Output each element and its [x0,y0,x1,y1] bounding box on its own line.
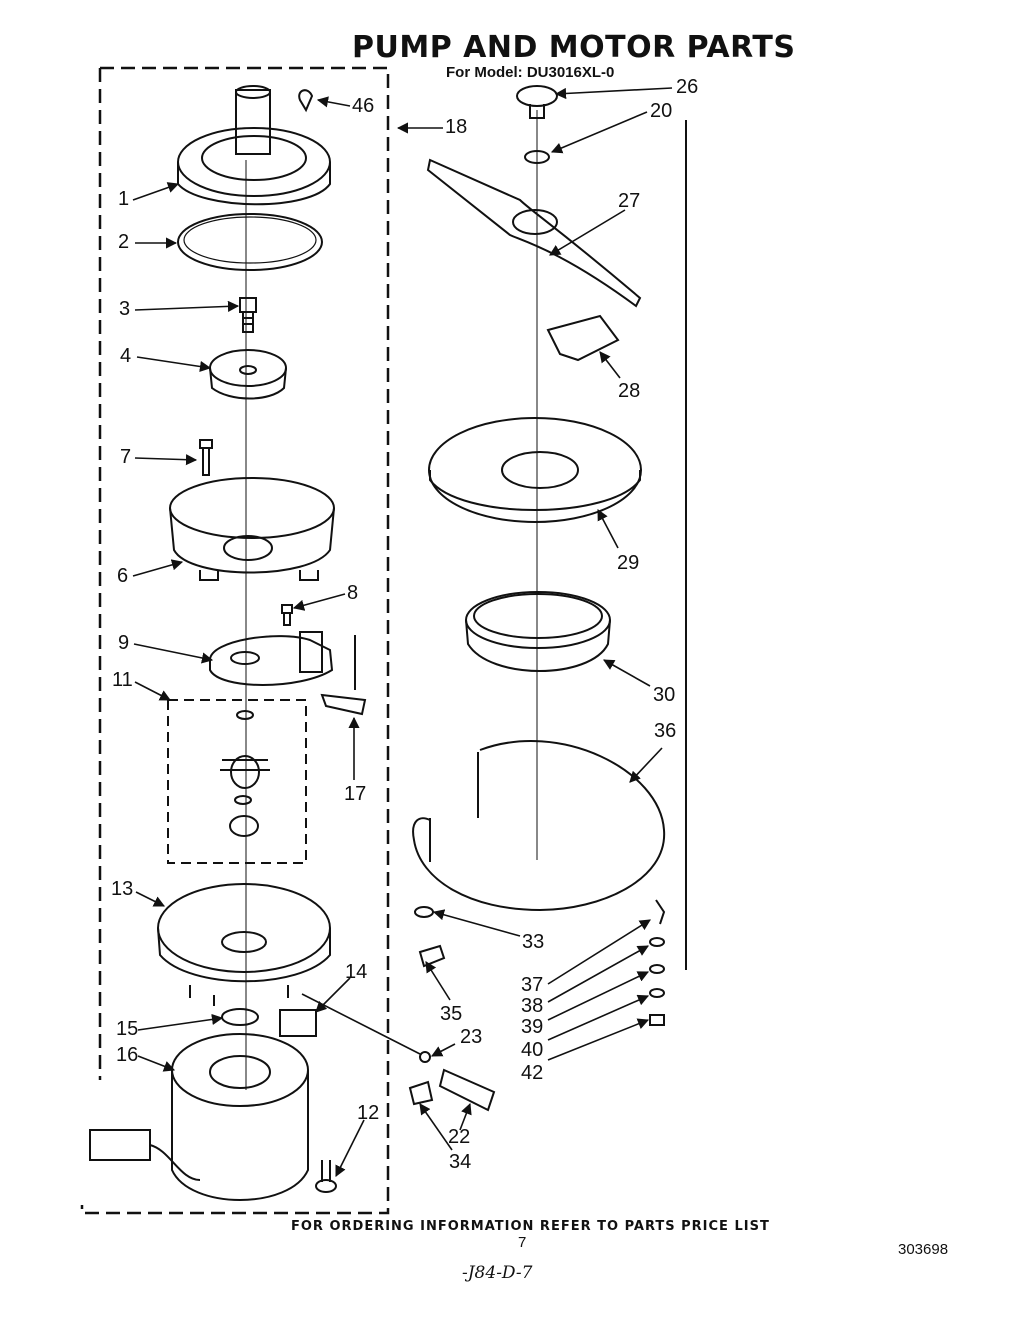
label-22: 22 [448,1126,471,1148]
label-42: 42 [521,1062,544,1084]
part-27-spray-arm [426,158,642,308]
part-4-impeller [209,349,287,400]
label-3: 3 [119,298,131,320]
parts-37-42-fasteners [649,899,666,1026]
label-36: 36 [654,720,677,742]
label-9: 9 [118,632,130,654]
part-22-thermostat [438,1068,496,1112]
page-number: 7 [518,1234,527,1251]
part-3-bolt [239,297,257,333]
part-23-pin [419,1051,431,1063]
part-17-rod [320,635,367,716]
label-15: 15 [116,1018,139,1040]
assembly-11-dashed-frame [167,699,307,864]
label-12: 12 [357,1102,380,1124]
part-28-deflector [546,314,620,362]
ordering-info-footer: FOR ORDERING INFORMATION REFER TO PARTS … [291,1219,770,1234]
part-36-heating-element [412,740,666,912]
label-4: 4 [120,345,132,367]
label-30: 30 [653,684,676,706]
part-30-ring [465,591,611,672]
part-29-filter-screen [428,417,642,523]
label-17: 17 [344,783,367,805]
part-14-block [279,1009,317,1037]
part-11-chopper [220,710,270,837]
label-26: 26 [676,76,699,98]
label-23: 23 [460,1026,483,1048]
label-29: 29 [617,552,640,574]
assembly-18-dashed-frame [80,66,390,1215]
label-34: 34 [449,1151,472,1173]
label-1: 1 [118,188,130,210]
label-18: 18 [445,116,468,138]
label-27: 27 [618,190,641,212]
label-6: 6 [117,565,129,587]
part-6-pump-body [169,477,335,581]
part-2-o-ring [177,213,323,271]
label-46: 46 [352,95,375,117]
label-8: 8 [347,582,359,604]
part-13-motor-mount [157,883,331,1006]
label-38: 38 [521,995,544,1017]
page-title: PUMP AND MOTOR PARTS [352,30,796,65]
part-15-washer [221,1008,259,1026]
part-1-pump-cover [177,85,331,206]
label-14: 14 [345,961,368,983]
label-39: 39 [521,1016,544,1038]
part-35-clip [418,944,446,968]
label-13: 13 [111,878,134,900]
label-40: 40 [521,1039,544,1061]
label-16: 16 [116,1044,139,1066]
part-8-screw [281,604,293,626]
part-20-washer [524,150,550,164]
part-34-bracket [408,1080,434,1106]
label-37: 37 [521,974,544,996]
part-12-bolt [315,1160,337,1193]
part-7-screw [199,439,213,476]
label-11: 11 [112,669,133,691]
part-9-plate [209,631,334,686]
label-7: 7 [120,446,132,468]
part-33-washer [414,906,434,918]
part-46-clip [298,89,314,113]
label-33: 33 [522,931,545,953]
model-line: For Model: DU3016XL-0 [446,64,615,81]
document-number: 303698 [898,1241,949,1258]
label-28: 28 [618,380,641,402]
handwritten-note: -J84-D-7 [462,1263,533,1283]
label-20: 20 [650,100,673,122]
label-2: 2 [118,231,130,253]
label-35: 35 [440,1003,463,1025]
